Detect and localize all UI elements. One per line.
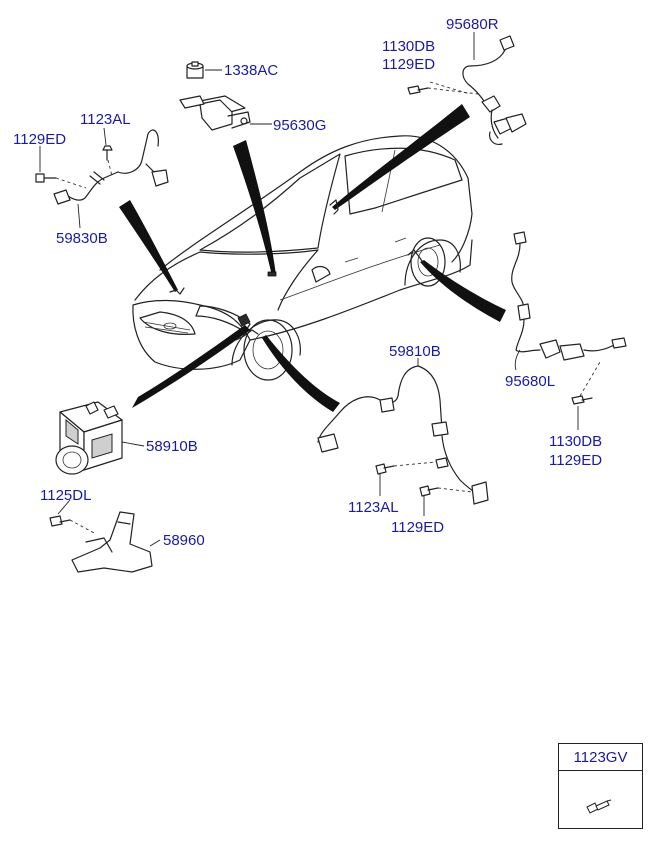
pointer-wedge bbox=[233, 140, 276, 276]
abs-bracket bbox=[49, 499, 161, 573]
pointer-wedge bbox=[132, 325, 250, 408]
label-1123AL-left: 1123AL bbox=[80, 111, 131, 128]
label-59830B: 59830B bbox=[56, 230, 108, 247]
abs-hydraulic-module bbox=[55, 401, 145, 475]
label-1129ED-left: 1129ED bbox=[13, 131, 66, 148]
label-58910B: 58910B bbox=[146, 438, 198, 455]
pointer-wedges bbox=[119, 104, 506, 412]
label-59810B: 59810B bbox=[389, 343, 441, 360]
label-95630G: 95630G bbox=[273, 117, 326, 134]
legend-bolt-icon bbox=[586, 799, 612, 814]
label-1129ED-right: 1129ED bbox=[549, 452, 602, 469]
yaw-rate-sensor bbox=[179, 61, 272, 131]
pointer-wedge bbox=[332, 104, 470, 210]
label-1125DL: 1125DL bbox=[40, 487, 91, 504]
label-1129ED-bottom: 1129ED bbox=[391, 519, 444, 536]
rear-right-sensor-assembly bbox=[407, 32, 527, 145]
pointer-wedge bbox=[262, 335, 340, 412]
label-1130DB-top: 1130DB bbox=[382, 38, 435, 55]
pointer-wedge bbox=[420, 260, 506, 322]
rear-left-sensor-assembly bbox=[511, 231, 627, 430]
part-labels: 95680R 1130DB 1129ED 1338AC 95630G 1123A… bbox=[13, 16, 602, 549]
car-outline bbox=[132, 135, 473, 381]
label-1129ED-top: 1129ED bbox=[382, 56, 435, 73]
legend-part-code: 1123GV bbox=[559, 744, 642, 771]
legend-box: 1123GV bbox=[558, 743, 643, 829]
front-wheel-sensor-assembly bbox=[317, 358, 489, 516]
left-cable-assembly bbox=[35, 127, 169, 229]
label-1130DB-right: 1130DB bbox=[549, 433, 602, 450]
label-58960: 58960 bbox=[163, 532, 205, 549]
label-1123AL-bottom: 1123AL bbox=[348, 499, 399, 516]
label-1338AC: 1338AC bbox=[224, 62, 278, 79]
label-95680R: 95680R bbox=[446, 16, 499, 33]
label-95680L: 95680L bbox=[505, 373, 555, 390]
car-sensor-marks bbox=[169, 199, 425, 341]
pointer-wedge bbox=[119, 200, 178, 292]
